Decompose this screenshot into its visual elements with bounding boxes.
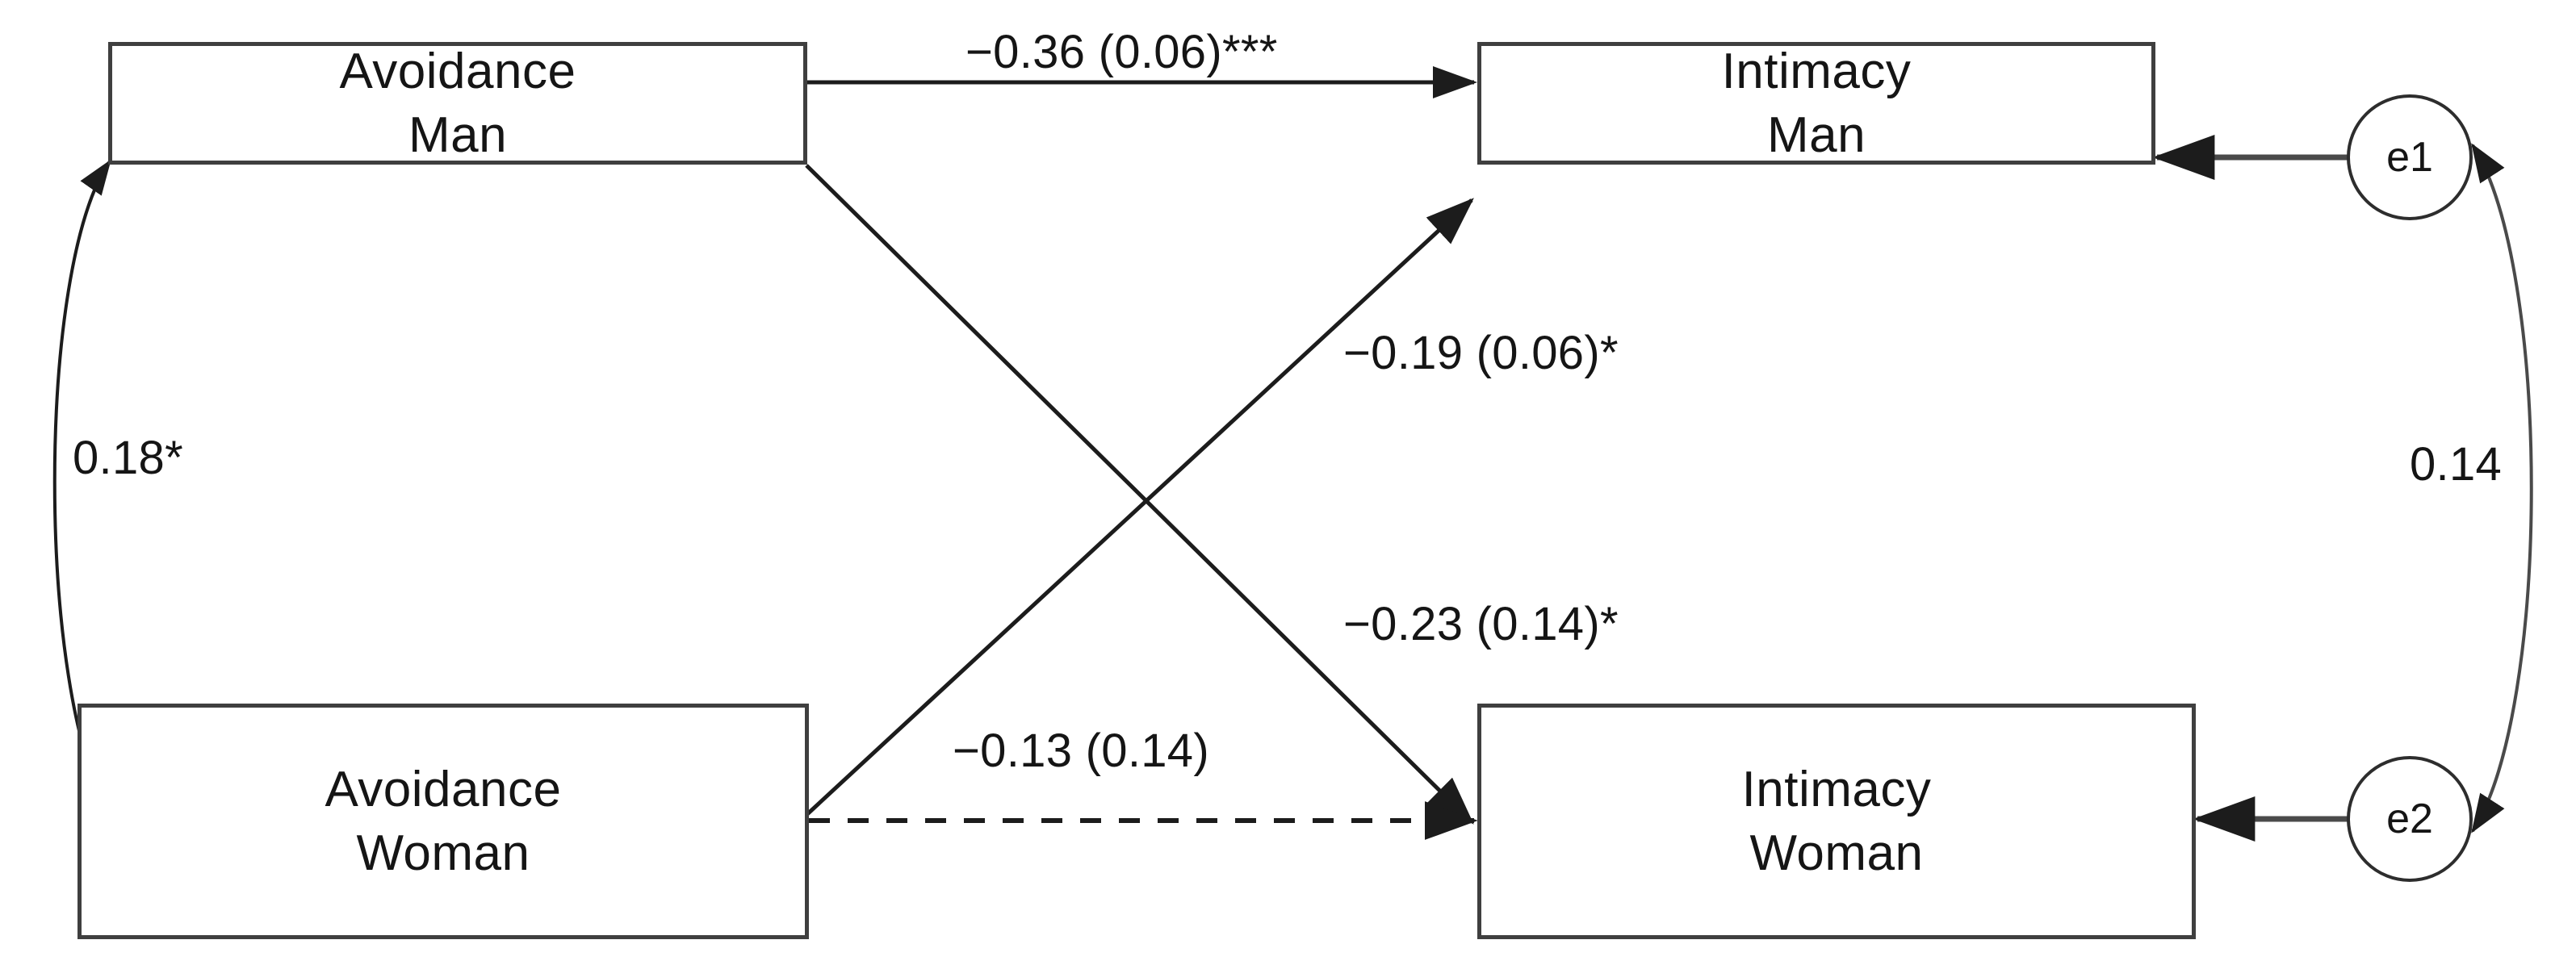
edge-label-error-correlation: 0.14	[2410, 438, 2503, 491]
node-avoidance-woman-line2: Woman	[356, 825, 530, 881]
node-avoidance-woman-line1: Avoidance	[325, 761, 562, 817]
node-avoidance-woman[interactable]: Avoidance Woman	[77, 704, 809, 939]
edge-error-correlation	[2471, 143, 2533, 833]
node-intimacy-man[interactable]: Intimacy Man	[1477, 42, 2155, 165]
node-avoidance-man[interactable]: Avoidance Man	[108, 42, 807, 165]
node-intimacy-woman-line1: Intimacy	[1741, 761, 1932, 817]
node-intimacy-woman[interactable]: Intimacy Woman	[1477, 704, 2196, 939]
node-intimacy-man-line2: Man	[1766, 107, 1866, 163]
error-term-e1-label: e1	[2386, 134, 2433, 181]
node-avoidance-man-line2: Man	[408, 107, 508, 163]
edge-label-actor-man: −0.36 (0.06)***	[965, 26, 1278, 78]
edge-label-avoidance-correlation: 0.18*	[73, 432, 183, 484]
edge-label-partner-man-to-woman: −0.23 (0.14)*	[1343, 598, 1619, 650]
node-avoidance-man-line1: Avoidance	[339, 43, 576, 99]
error-term-e2-label: e2	[2386, 796, 2433, 842]
node-intimacy-man-line1: Intimacy	[1721, 43, 1912, 99]
edge-partner-man-to-woman	[805, 164, 1474, 825]
error-term-e1[interactable]: e1	[2347, 94, 2473, 220]
edge-label-actor-woman: −0.13 (0.14)	[953, 725, 1209, 777]
error-term-e2[interactable]: e2	[2347, 756, 2473, 882]
node-intimacy-woman-line2: Woman	[1749, 825, 1924, 881]
edge-label-partner-woman-to-man: −0.19 (0.06)*	[1343, 327, 1619, 379]
edge-partner-woman-to-man	[805, 198, 1474, 817]
